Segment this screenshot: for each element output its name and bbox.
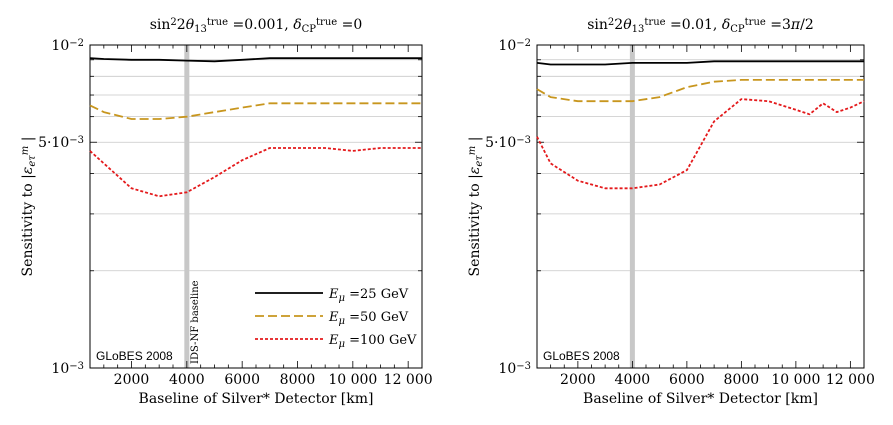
x-tick-label: 6000 (224, 372, 260, 388)
chart-panel-2: 2000 4000 6000 8000 10 000 12 000 10−2 5·10−3 10… (467, 17, 875, 407)
globes-credit: GLoBES 2008 (96, 349, 173, 363)
series-line-3 (89, 147, 422, 198)
series-line-1 (89, 57, 422, 63)
legend-label: Eμ =25 GeV (328, 287, 409, 304)
series-line-2 (89, 102, 422, 120)
y-tick-label: 10−3 (51, 361, 84, 377)
panel-title: sin22θ13true =0.01, δCPtrue =3π/2 (587, 17, 814, 35)
legend-label: Eμ =50 GeV (328, 310, 409, 327)
x-tick-label: 12 000 (384, 372, 433, 388)
y-tick-label: 5·10−3 (485, 135, 531, 151)
legend: Eμ =25 GeV Eμ =50 GeV Eμ =100 GeV (255, 287, 417, 350)
plot-frame (536, 44, 865, 369)
x-tick-label: 8000 (280, 372, 316, 388)
y-axis-title: Sensitivity to |εeτm | (20, 137, 38, 277)
x-tick-label: 6000 (669, 372, 705, 388)
y-axis-title: Sensitivity to |εeτm | (467, 137, 485, 277)
baseline-marker-band (629, 45, 635, 368)
x-axis-title: Baseline of Silver* Detector [km] (583, 391, 818, 407)
series-line-2 (536, 79, 864, 103)
y-tick-label: 10−2 (51, 38, 84, 54)
chart-panel-1: IDS-NF baseline 2000 4000 6000 8000 10 000 12 … (20, 17, 433, 407)
y-tick-label: 5·10−3 (38, 135, 84, 151)
x-tick-label: 10 000 (771, 372, 820, 388)
baseline-marker-band (184, 45, 190, 368)
x-tick-label: 4000 (615, 372, 651, 388)
legend-label: Eμ =100 GeV (328, 333, 417, 350)
y-tick-label: 10−2 (498, 38, 531, 54)
x-tick-label: 2000 (114, 372, 150, 388)
x-tick-label: 10 000 (328, 372, 377, 388)
x-tick-label: 8000 (724, 372, 760, 388)
x-tick-label: 2000 (560, 372, 596, 388)
x-tick-label: 4000 (169, 372, 205, 388)
globes-credit: GLoBES 2008 (543, 349, 620, 363)
series-line-3 (536, 98, 865, 190)
x-tick-label: 12 000 (826, 372, 875, 388)
baseline-marker-label: IDS-NF baseline (190, 280, 201, 364)
y-tick-label: 10−3 (498, 361, 531, 377)
panel-title: sin22θ13true =0.001, δCPtrue =0 (150, 17, 363, 35)
series-line-1 (536, 60, 864, 66)
x-axis-title: Baseline of Silver* Detector [km] (139, 391, 374, 407)
